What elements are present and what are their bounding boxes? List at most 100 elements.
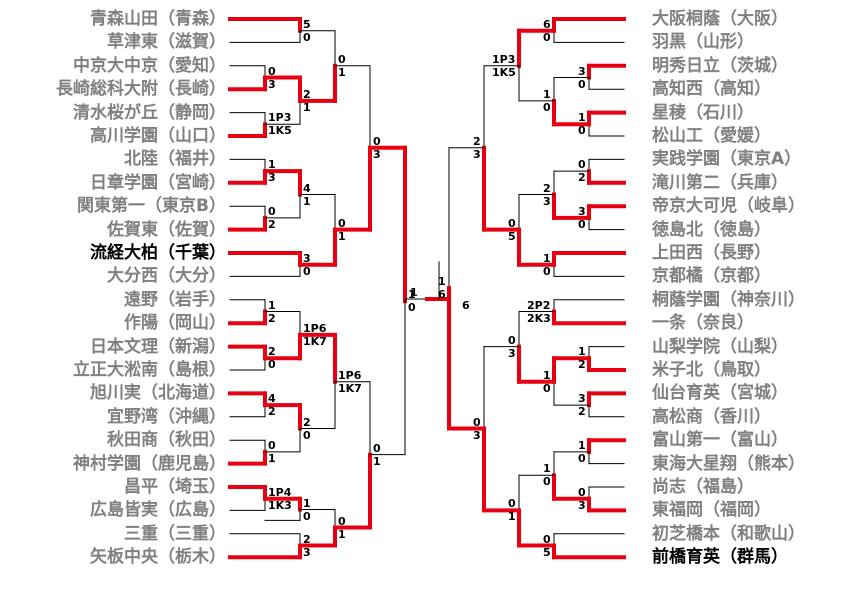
left-r1-8-score-bottom: 1K3 [268, 498, 292, 512]
right-r1-1-score-top: 1 [578, 111, 586, 125]
left-r3-extra-score-bottom: 1K7 [338, 381, 362, 395]
right-r1-0-score-top: 3 [578, 64, 586, 78]
right-r2-1-score-top: 1 [543, 87, 551, 101]
left-team-3: 長崎総科大附（長崎） [56, 79, 226, 100]
right-r1-6-score-bottom: 0 [578, 451, 586, 465]
left-r1-5-score-bottom: 0 [268, 358, 276, 372]
left-team-7: 日章学園（宮崎） [90, 172, 226, 193]
left-team-20: 昌平（埼玉） [124, 477, 226, 497]
left-team-12: 遠野（岩手） [124, 289, 226, 310]
right-r1-6-score-top: 1 [578, 438, 586, 452]
left-team-11: 大分西（大分） [107, 266, 226, 287]
right-r1-3-score-bottom: 0 [578, 217, 586, 231]
right-qf-0-score-top: 2 [473, 134, 481, 148]
left-team-16: 旭川実（北海道） [90, 383, 226, 404]
left-r1-7-score-bottom: 1 [268, 451, 276, 465]
left-qf-0-score-bottom: 3 [373, 147, 381, 161]
right-sf-score-top: 1 [438, 275, 446, 289]
right-team-6: 実践学園（東京A） [652, 149, 802, 170]
left-r2-6-score-top: 1 [303, 496, 311, 510]
right-team-22: 初芝橋本（和歌山） [652, 523, 805, 544]
left-team-15: 立正大淞南（島根） [73, 360, 226, 380]
left-r3-extra-score-top: 1P6 [338, 368, 362, 382]
right-qf-1-score-bottom: 3 [473, 428, 481, 442]
right-team-8: 帝京大可児（岐阜） [652, 196, 805, 217]
left-team-4: 清水桜が丘（静岡） [73, 102, 226, 123]
left-r3-1-score-top: 0 [338, 216, 346, 230]
right-team-1: 羽黒（山形） [652, 32, 754, 53]
right-r1-0-score-bottom: 0 [578, 77, 586, 91]
right-r3-3-score-bottom: 1 [508, 510, 516, 524]
left-r3-0-score-bottom: 1 [338, 65, 346, 79]
left-r1-1-score-bottom: 1K5 [268, 124, 292, 138]
right-team-2: 明秀日立（茨城） [652, 55, 788, 76]
left-team-19: 神村学園（鹿児島） [73, 453, 226, 474]
left-r1-7-score-top: 0 [268, 438, 276, 452]
left-team-0: 青森山田（青森） [90, 9, 226, 29]
left-r1-0-score-top: 0 [268, 64, 276, 78]
right-team-5: 松山工（愛媛） [652, 126, 771, 146]
left-r2-7-score-top: 2 [303, 532, 311, 546]
right-r1-5-score-bottom: 2 [578, 405, 586, 419]
left-r2-3-score-bottom: 0 [303, 264, 311, 278]
right-r3-0-score-bottom: 1K5 [492, 65, 516, 79]
left-qf-1-score-bottom: 1 [373, 454, 381, 468]
right-r3-2-score-top: 0 [508, 333, 516, 347]
right-r3-0-score-top: 1P3 [492, 52, 516, 66]
left-team-9: 佐賀東（佐賀） [107, 219, 226, 240]
right-r2-1-score-bottom: 0 [543, 100, 551, 114]
right-team-14: 山梨学院（山梨） [652, 336, 788, 357]
left-r3-1-score-bottom: 1 [338, 229, 346, 243]
right-r1-5-score-top: 3 [578, 392, 586, 406]
left-r1-8-score-top: 1P4 [268, 485, 292, 499]
right-team-20: 尚志（福島） [652, 477, 754, 497]
right-team-10: 上田西（長野） [652, 243, 771, 263]
right-r1-7-score-bottom: 3 [578, 498, 586, 512]
right-r2-7-score-bottom: 5 [543, 545, 551, 559]
right-r2-6-score-bottom: 0 [543, 475, 551, 489]
right-r2-5-score-bottom: 0 [543, 381, 551, 395]
left-team-13: 作陽（岡山） [124, 313, 226, 334]
left-team-8: 関東第一（東京B） [77, 196, 226, 217]
left-r1-4-score-bottom: 2 [268, 311, 276, 325]
left-team-17: 宜野湾（沖縄） [107, 406, 226, 427]
right-team-16: 仙台育英（宮城） [652, 383, 788, 404]
right-team-21: 東福岡（福岡） [652, 500, 771, 521]
left-team-22: 三重（三重） [124, 523, 226, 544]
left-r2-2-score-top: 4 [303, 181, 311, 195]
right-r3-1-score-bottom: 5 [508, 229, 516, 243]
right-team-9: 徳島北（徳島） [652, 219, 771, 240]
right-r2-0-score-bottom: 0 [543, 30, 551, 44]
left-r2-3-score-top: 3 [303, 251, 311, 265]
left-r2-7-score-bottom: 3 [303, 545, 311, 559]
left-r2-4-score-bottom: 1K7 [303, 334, 327, 348]
left-team-2: 中京大中京（愛知） [73, 55, 226, 76]
right-sf-score-bottom: 6 [438, 288, 446, 302]
left-r1-1-score-top: 1P3 [268, 111, 292, 125]
right-r3-1-score-top: 0 [508, 216, 516, 230]
right-qf-0-score-bottom: 3 [473, 147, 481, 161]
left-r1-3-score-bottom: 2 [268, 217, 276, 231]
left-r1-6-score-bottom: 2 [268, 405, 276, 419]
left-qf-1-score-top: 0 [373, 441, 381, 455]
right-team-17: 高松商（香川） [652, 406, 771, 427]
right-team-23: 前橋育英（群馬） [652, 547, 788, 568]
right-team-4: 星稜（石川） [652, 102, 754, 123]
left-r3-2-score-top: 0 [338, 514, 346, 528]
left-r2-0-score-bottom: 0 [303, 30, 311, 44]
right-team-7: 滝川第二（兵庫） [652, 172, 788, 193]
right-r3-2-score-bottom: 3 [508, 346, 516, 360]
left-r3-2-score-bottom: 1 [338, 527, 346, 541]
left-r1-3-score-top: 0 [268, 204, 276, 218]
left-team-5: 高川学園（山口） [90, 126, 226, 146]
right-r2-0-score-top: 6 [543, 17, 551, 31]
left-r1-0-score-bottom: 3 [268, 77, 276, 91]
right-r1-2-score-top: 0 [578, 158, 586, 172]
right-team-13: 一条（奈良） [652, 313, 754, 334]
right-team-18: 富山第一（富山） [652, 430, 788, 451]
left-r2-1-score-bottom: 1 [303, 100, 311, 114]
right-r1-4-score-bottom: 2 [578, 358, 586, 372]
right-team-0: 大阪桐蔭（大阪） [652, 9, 788, 29]
